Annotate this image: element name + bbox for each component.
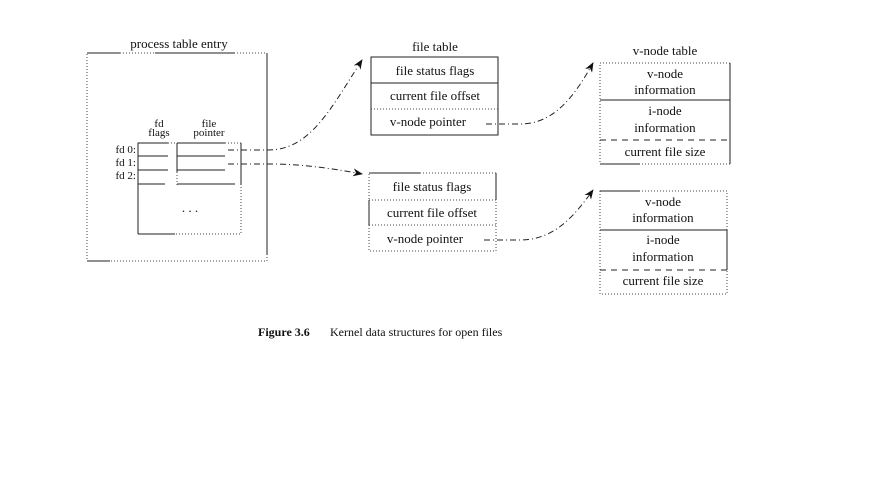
- figure-caption-text: Kernel data structures for open files: [330, 325, 503, 339]
- arrow-fd0-to-file-table-1: [228, 59, 363, 151]
- vnode-table-2-vnode-info-line1: v-node: [645, 194, 681, 209]
- file-pointer-header-line1: file: [202, 118, 217, 130]
- vnode-table-1-inode-info-line1: i-node: [648, 103, 681, 118]
- fd-array-ellipsis: . . .: [182, 200, 198, 215]
- vnode-table-2-vnode-info-line2: information: [632, 210, 694, 225]
- vnode-table-1-vnode-info-line1: v-node: [647, 66, 683, 81]
- figure-caption: Figure 3.6 Kernel data structures for op…: [258, 325, 503, 339]
- vnode-table-1-inode-info-line2: information: [634, 120, 696, 135]
- fd-flags-header-line1: fd: [154, 118, 164, 130]
- fd-row-1-label: fd 1:: [116, 157, 136, 169]
- file-table-2-status-flags: file status flags: [393, 179, 472, 194]
- arrow-file-table-2-to-vnode-2: [484, 189, 594, 241]
- vnode-table-2-frame: [599, 190, 728, 295]
- file-table-1-frame: [370, 56, 499, 136]
- process-table-entry: process table entry fd flags file pointe…: [86, 36, 268, 262]
- file-table-2: file status flags current file offset v-…: [368, 172, 497, 252]
- file-table-1-status-flags: file status flags: [396, 63, 475, 78]
- file-table-1-vnode-pointer: v-node pointer: [390, 114, 467, 129]
- vnode-table-2: v-node information i-node information cu…: [599, 190, 728, 295]
- fd-row-2-label: fd 2:: [116, 170, 136, 182]
- vnode-table-1: v-node table v-node information i-node i…: [599, 43, 731, 165]
- fd-row-0-label: fd 0:: [116, 144, 136, 156]
- figure-number: Figure 3.6: [258, 325, 310, 339]
- fd-array: fd 0: fd 1: fd 2: . . .: [116, 142, 242, 235]
- vnode-table-1-vnode-info-line2: information: [634, 82, 696, 97]
- file-pointer-header-line2: pointer: [193, 127, 224, 139]
- arrow-file-table-1-to-vnode-1: [486, 62, 594, 125]
- vnode-table-1-current-file-size: current file size: [625, 144, 706, 159]
- vnode-table-2-current-file-size: current file size: [623, 273, 704, 288]
- file-table-2-frame: [368, 172, 497, 252]
- file-table-2-current-offset: current file offset: [387, 205, 477, 220]
- arrow-fd1-to-file-table-2: [228, 163, 363, 177]
- fd-flags-header-line2: flags: [148, 127, 169, 139]
- file-table-1: file table file status flags current fil…: [370, 39, 499, 136]
- file-table-1-current-offset: current file offset: [390, 88, 480, 103]
- vnode-table-2-inode-info-line1: i-node: [646, 232, 679, 247]
- file-table-title: file table: [412, 39, 458, 54]
- vnode-table-2-inode-info-line2: information: [632, 249, 694, 264]
- vnode-table-title: v-node table: [633, 43, 698, 58]
- process-table-title: process table entry: [130, 36, 228, 51]
- file-table-2-vnode-pointer: v-node pointer: [387, 231, 464, 246]
- pointer-arrows: [228, 59, 594, 241]
